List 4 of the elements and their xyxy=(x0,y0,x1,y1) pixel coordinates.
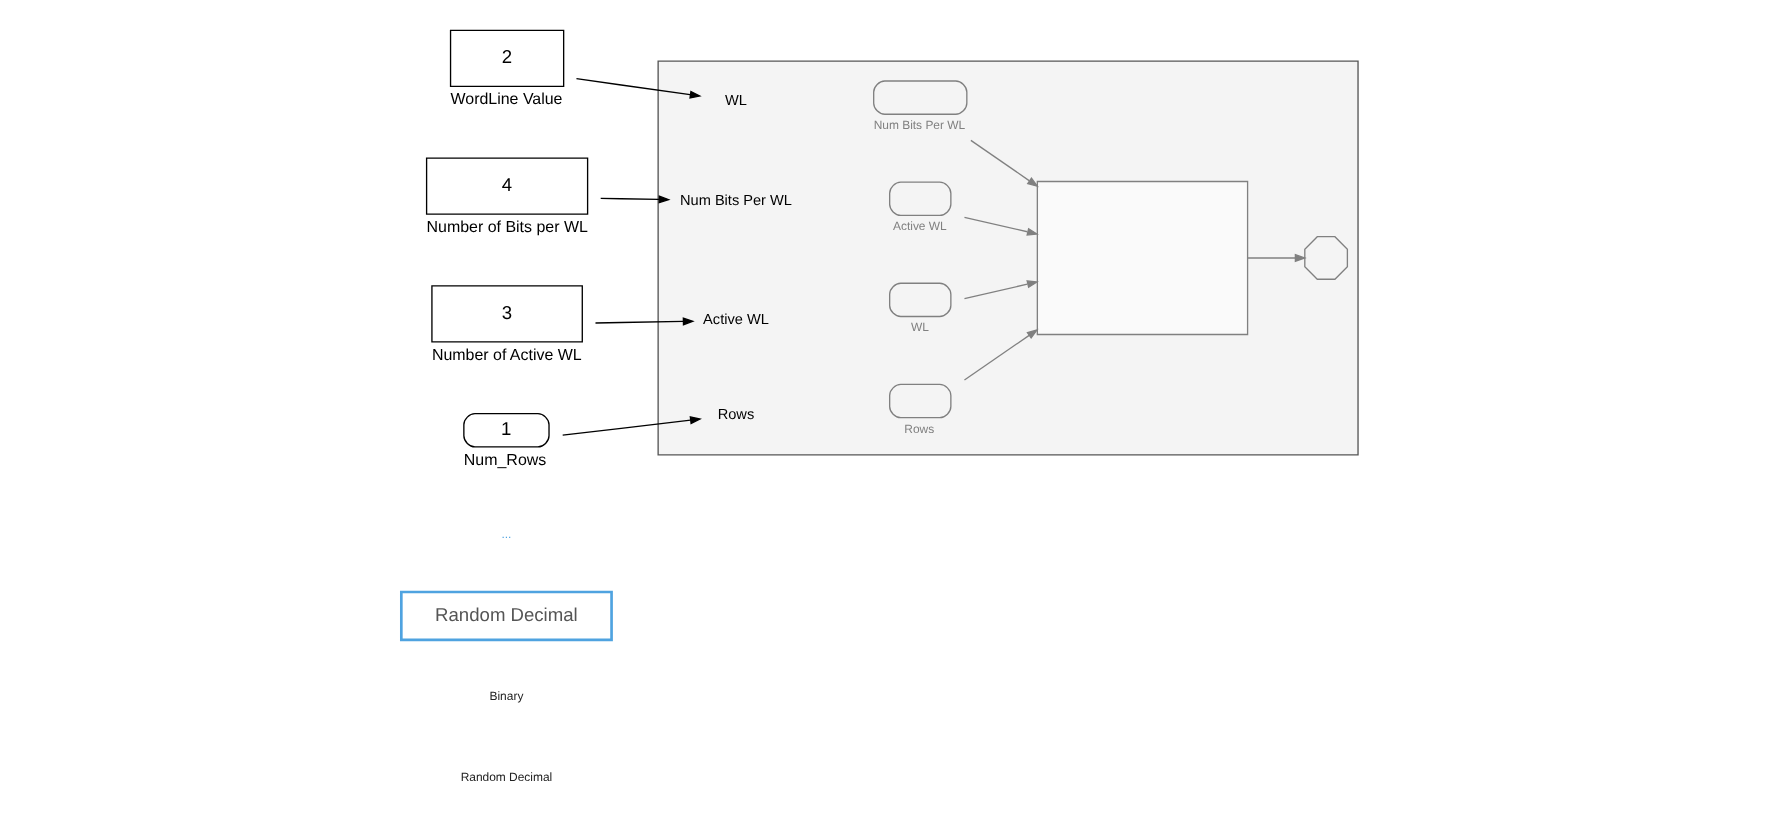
node-text: Num Bits Per WL xyxy=(680,190,792,209)
node-text: WL xyxy=(725,90,747,109)
node-text: Active WL xyxy=(703,310,769,329)
node-text: Rows xyxy=(717,404,755,423)
